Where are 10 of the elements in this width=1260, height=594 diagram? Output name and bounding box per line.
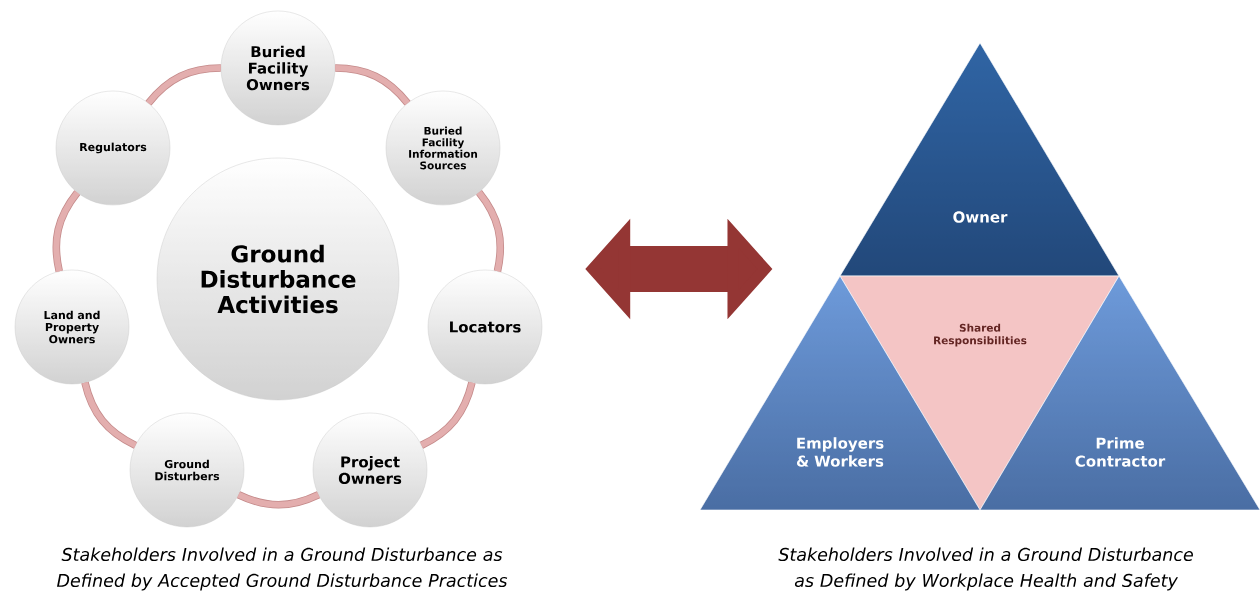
ring-segment [335,64,411,106]
triangle: Owner [839,42,1120,277]
ring-segment [145,64,221,106]
caption: Stakeholders Involved in a Ground Disturbance as Defined by Workplace Health and Safety [778,547,1193,591]
ring-segment [419,381,476,449]
ring-segment [52,190,81,272]
ring-segment [81,381,138,449]
ring-segment [476,190,505,272]
caption: Stakeholders Involved in a Ground Disturbance as Defined by Accepted Ground Disturbance Practices [57,547,508,591]
ring-segment [237,491,320,509]
